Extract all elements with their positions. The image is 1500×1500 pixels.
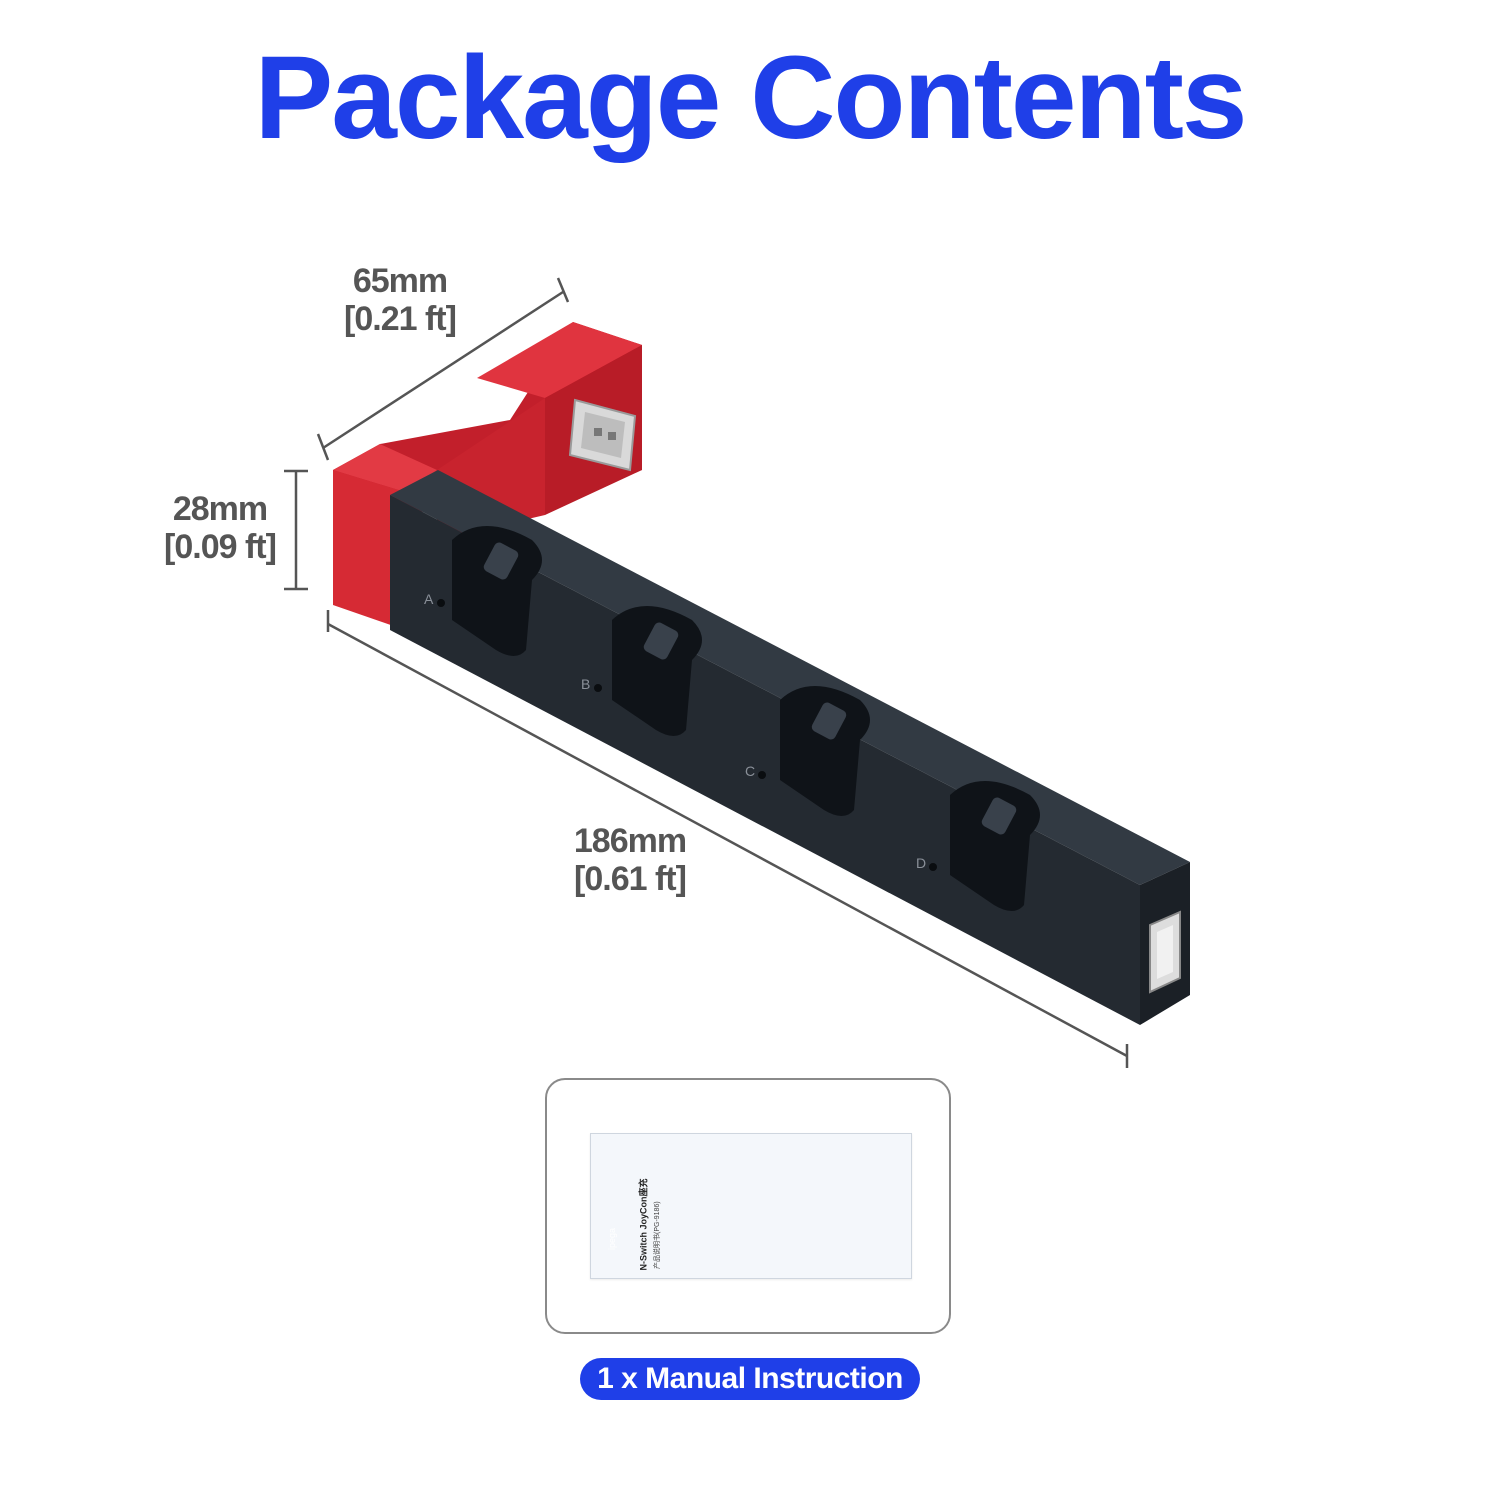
length-mm: 186mm <box>573 822 687 860</box>
slot-c <box>780 686 870 816</box>
led-indicators <box>437 599 937 871</box>
page-title: Package Contents <box>254 32 1248 164</box>
height-mm: 28mm <box>172 490 268 528</box>
slot-b <box>612 606 702 736</box>
slot-label-c: C <box>745 763 755 779</box>
slot-label-d: D <box>916 855 926 871</box>
depth-mm: 65mm <box>352 262 448 300</box>
slot-d <box>950 781 1040 911</box>
height-dimension: 28mm [0.09 ft] <box>150 490 290 566</box>
length-dimension: 186mm [0.61 ft] <box>560 822 700 898</box>
manual-doc-subtitle: 产品说明书(PG-9186) <box>654 1201 661 1269</box>
slot-label-a: A <box>424 591 434 607</box>
manual-sheet: ipega N-Switch JoyCon座充 产品说明书(PG-9186) <box>590 1133 912 1279</box>
slot-label-b: B <box>581 676 590 692</box>
charging-slots <box>452 526 1040 911</box>
manual-doc-title: N-Switch JoyCon座充 <box>638 1178 649 1271</box>
slot-a <box>452 526 542 656</box>
usb-port <box>1149 910 1181 994</box>
depth-dimension: 65mm [0.21 ft] <box>330 262 470 338</box>
manual-caption: 1 x Manual Instruction <box>580 1358 920 1400</box>
height-ft: [0.09 ft] <box>164 528 277 567</box>
manual-brand: ipega <box>607 1227 617 1250</box>
length-ft: [0.61 ft] <box>574 860 687 899</box>
usb-plug <box>568 398 637 472</box>
depth-ft: [0.21 ft] <box>344 300 457 339</box>
dimension-lines <box>284 277 1129 1068</box>
